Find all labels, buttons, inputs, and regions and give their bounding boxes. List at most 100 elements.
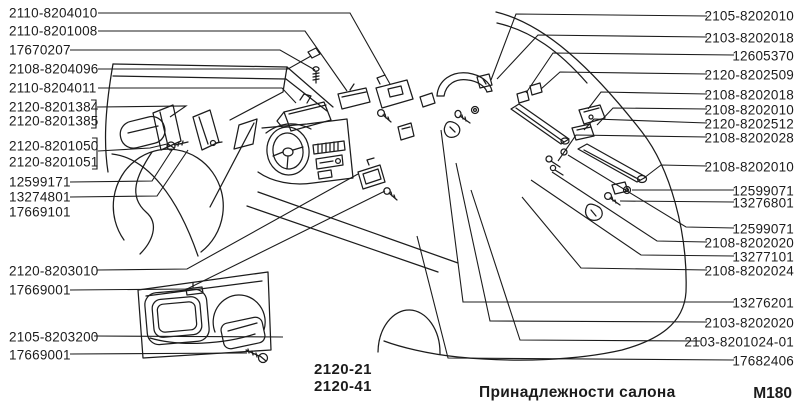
screw-icon — [312, 66, 320, 84]
part-number-label: 2110-8204011 — [9, 80, 97, 96]
door-pocket — [144, 288, 210, 346]
part-number-label: 12599071 — [732, 221, 794, 237]
vanity-mirror-visor — [375, 74, 414, 109]
quarter-window — [233, 118, 258, 150]
part-number-label: 13276801 — [732, 195, 794, 211]
screw-icon — [603, 191, 621, 206]
leader-line — [70, 49, 316, 71]
leader-line — [69, 149, 173, 183]
leader-line — [490, 13, 708, 81]
leader-line — [98, 55, 312, 70]
label-bracket — [92, 137, 98, 170]
part-number-label: 12599171 — [9, 174, 71, 190]
part-number-label: 12605370 — [732, 48, 794, 64]
leader-line — [619, 200, 735, 203]
part-number-label: 2103-8202020 — [704, 315, 794, 331]
part-number-label: 2108-8202018 — [704, 87, 794, 103]
part-number-label: 2110-8201008 — [9, 23, 98, 39]
leader-line — [521, 196, 708, 271]
leader-line — [96, 105, 188, 118]
washer-screw-set — [545, 148, 568, 176]
label-bracket — [91, 99, 97, 129]
part-number-label: 2105-8202010 — [704, 8, 794, 24]
part-number-label: 13276201 — [732, 295, 794, 311]
leader-line — [643, 164, 708, 179]
sun-visor-left — [119, 115, 166, 149]
radio — [315, 154, 344, 170]
part-number-label: 2108-8202020 — [704, 235, 794, 251]
sheet-code: M180 — [753, 385, 792, 402]
part-number-label: 2108-8204096 — [9, 61, 99, 77]
visor-cord — [135, 151, 155, 255]
part-number-label: 17669001 — [9, 282, 71, 298]
part-number-label: 2110-8204010 — [9, 5, 98, 21]
leader-line — [525, 52, 735, 94]
part-number-label: 17669001 — [9, 347, 71, 363]
part-number-label: 2120-8202509 — [704, 67, 794, 83]
front-wheel-arch — [112, 148, 224, 253]
screw-icon — [454, 109, 471, 124]
coat-hook-icon — [443, 121, 461, 138]
leader-line — [470, 189, 701, 342]
part-number-label: 2108-8202010 — [704, 159, 794, 175]
leader-line — [69, 190, 386, 291]
interior-lamp-part — [357, 157, 398, 201]
assist-strap — [577, 143, 648, 184]
part-number-label: 2108-8202024 — [704, 263, 794, 279]
leader-lines — [69, 12, 735, 361]
speaker-arch — [212, 294, 266, 333]
leader-line — [587, 91, 708, 110]
part-number-label: 17670207 — [9, 42, 71, 58]
part-number-label: 13274801 — [9, 189, 71, 205]
door-panel-drawing — [137, 271, 272, 364]
leader-line — [496, 34, 708, 80]
lamp-screw-icon — [383, 187, 391, 195]
part-number-label: 2103-8202018 — [704, 30, 794, 46]
washer-icon — [470, 105, 480, 115]
part-number-label: 2120-8201384 — [9, 99, 99, 115]
visor-clip-icon — [307, 47, 321, 59]
part-number-label: 2120-8201050 — [9, 138, 99, 154]
leader-line — [97, 143, 168, 152]
visor-screw-icon — [166, 139, 223, 151]
visor-mount-plate — [152, 104, 182, 151]
rear-wheel-arch — [377, 309, 441, 355]
leader-line — [93, 335, 284, 338]
part-number-label: 2108-8202028 — [704, 130, 794, 146]
handle-brackets — [516, 82, 606, 141]
leader-line — [540, 71, 708, 90]
hook-bracket-icon — [584, 181, 629, 221]
leader-line — [530, 179, 735, 257]
diagram-caption: Принадлежности салона — [479, 384, 676, 401]
front-interior-outline — [104, 63, 334, 257]
leader-line — [98, 87, 297, 104]
rear-quarter-body-outline — [246, 11, 687, 361]
model-code: 2120-21 — [314, 361, 372, 378]
pocket-lid — [220, 316, 266, 350]
rear-grab-handle — [510, 103, 570, 145]
dashboard-console — [257, 118, 354, 185]
part-number-label: 17682406 — [732, 353, 794, 369]
leader-line — [557, 134, 708, 162]
plug-icon — [397, 122, 415, 141]
part-number-label: 12599071 — [732, 183, 794, 199]
part-number-label: 2120-8203010 — [9, 263, 99, 279]
leader-line — [583, 118, 708, 131]
screw-icon — [376, 108, 415, 141]
part-number-label: 2108-8202010 — [704, 102, 794, 118]
model-codes: 2120-21 2120-41 — [314, 361, 372, 395]
steering-wheel — [265, 123, 312, 176]
part-number-label: 17669101 — [9, 204, 71, 220]
part-number-label: 2105-8203200 — [9, 329, 99, 345]
screw-icon — [245, 348, 269, 364]
leader-line — [455, 162, 708, 323]
leader-line — [551, 171, 708, 243]
rearview-mirror — [337, 83, 371, 110]
leader-line — [98, 12, 391, 85]
part-number-label: 2120-8201051 — [9, 154, 99, 170]
part-number-label: 2120-8202512 — [704, 116, 794, 132]
leader-line — [98, 30, 348, 92]
part-number-label: 2120-8201385 — [9, 113, 99, 129]
